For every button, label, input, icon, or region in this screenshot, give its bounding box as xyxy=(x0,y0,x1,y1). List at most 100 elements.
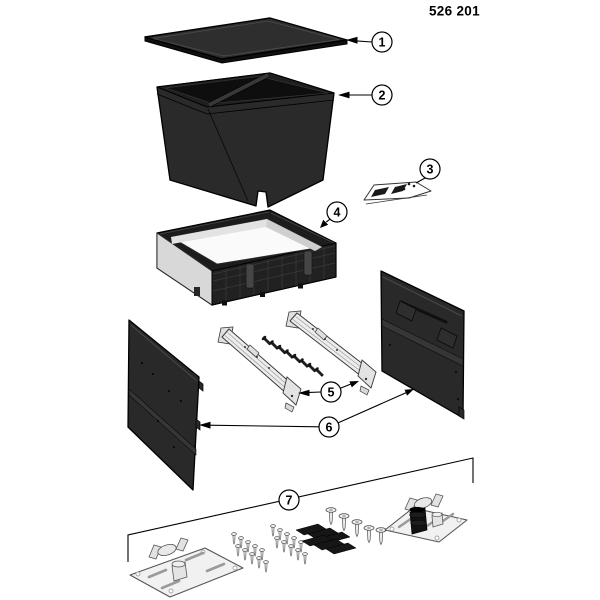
part-pull-out-frame xyxy=(156,209,337,306)
document-number: 526 201 xyxy=(429,4,480,19)
frame-front-ribs xyxy=(212,245,336,301)
callout-2: 2 xyxy=(371,84,393,106)
callout-6-number: 6 xyxy=(326,420,333,434)
arrowhead xyxy=(298,389,310,397)
roller-flange xyxy=(175,537,189,552)
slide-groove xyxy=(295,316,367,372)
part-top-cover-panel xyxy=(144,17,348,64)
callout-balloons: 1 2 3 4 5 6 7 xyxy=(278,31,441,511)
panel-tab xyxy=(195,418,201,431)
roller-flange xyxy=(404,497,418,512)
bin-divider-edge xyxy=(209,76,270,108)
callout-5: 5 xyxy=(320,381,342,403)
panel-edge-line xyxy=(130,324,198,382)
part-hardware-kit xyxy=(127,457,474,598)
callout-7-number: 7 xyxy=(286,493,293,507)
roller-wheel xyxy=(413,497,433,509)
roller-wheel xyxy=(157,544,177,556)
slide-hole xyxy=(336,349,338,351)
slide-front-tab xyxy=(284,402,295,413)
slide-groove xyxy=(224,335,289,391)
arrowhead xyxy=(338,91,350,99)
panel-tab xyxy=(198,380,204,392)
slide-front-plate xyxy=(357,359,377,389)
callout-6-line-right xyxy=(337,391,407,424)
callout-1-number: 1 xyxy=(379,35,386,49)
slide-rail xyxy=(221,328,294,394)
damper-strips xyxy=(295,523,357,555)
callout-4: 4 xyxy=(326,201,348,223)
bin-front-crease xyxy=(207,108,249,202)
callout-3-line xyxy=(415,177,427,184)
callout-6-line-left xyxy=(207,424,320,428)
label-sheet-lip xyxy=(365,194,428,205)
label-dot xyxy=(402,187,406,191)
callout-6: 6 xyxy=(318,416,340,438)
part-drawer-slides xyxy=(217,310,377,413)
panel-mid-rail xyxy=(381,318,464,367)
panel-hook xyxy=(436,327,458,349)
frame-rim-highlight xyxy=(159,211,270,235)
frame-foot xyxy=(298,283,303,289)
frame-foot xyxy=(260,292,265,297)
part-label-sheet xyxy=(363,181,432,205)
bin-divider-edge2 xyxy=(207,72,268,104)
arrowhead xyxy=(349,381,359,388)
slide-groove xyxy=(292,319,364,374)
side-panel-left-face xyxy=(127,319,200,491)
panel-holes xyxy=(140,361,183,449)
arrowhead xyxy=(346,36,358,44)
top-cover-inner-line xyxy=(152,20,340,57)
panel-mid-rail xyxy=(128,388,197,456)
label-dot xyxy=(407,182,411,186)
frame-interior-right-wall xyxy=(266,219,322,251)
plate-slots xyxy=(147,551,226,590)
callout-5-line-right xyxy=(340,383,352,389)
mounting-plate-left xyxy=(129,537,244,598)
frame-left-wall-detail xyxy=(194,287,200,296)
slide-front-plate xyxy=(282,376,302,406)
callout-4-line xyxy=(325,218,330,223)
label-dot xyxy=(412,184,416,188)
slide-hole xyxy=(290,394,294,398)
frame-slide-socket xyxy=(303,250,313,276)
label-patch xyxy=(371,187,389,197)
callout-5-number: 5 xyxy=(328,385,335,399)
frame-interior-back-wall xyxy=(171,219,267,244)
part-dual-waste-bin xyxy=(156,72,335,208)
drawer-slide-left xyxy=(217,326,302,413)
label-patch xyxy=(391,184,407,194)
callout-4-number: 4 xyxy=(334,205,341,219)
group-bracket-line xyxy=(127,457,474,562)
callout-3-number: 3 xyxy=(427,162,434,176)
arrowhead xyxy=(199,421,211,429)
callout-3: 3 xyxy=(419,158,441,180)
slide-hole xyxy=(324,338,326,340)
rubber-ridge xyxy=(410,520,427,527)
slide-hole xyxy=(268,367,270,369)
callout-7: 7 xyxy=(278,489,300,511)
panel-edge-line xyxy=(382,276,463,317)
slide-rail xyxy=(289,312,369,377)
rubber-buffer-top xyxy=(409,506,425,513)
part-side-panel-left xyxy=(127,319,204,491)
slide-groove xyxy=(227,332,292,389)
arrowhead xyxy=(404,389,414,396)
panel-holes xyxy=(388,343,460,401)
part-side-panel-right xyxy=(380,270,465,420)
panel-hook xyxy=(395,300,417,322)
arrowhead xyxy=(320,219,329,228)
callout-arrowheads xyxy=(199,36,414,429)
plate-post-top xyxy=(171,560,186,568)
bin-divider xyxy=(207,72,270,108)
slide-hole xyxy=(244,346,246,348)
slide-hole xyxy=(256,356,258,358)
slide-mid-tab xyxy=(314,327,328,341)
frame-slide-socket xyxy=(245,263,255,289)
callout-1: 1 xyxy=(371,31,393,53)
slide-hole xyxy=(312,328,314,330)
plate-post-top xyxy=(431,511,443,518)
frame-foot xyxy=(222,300,227,306)
roller-flange xyxy=(430,493,444,508)
